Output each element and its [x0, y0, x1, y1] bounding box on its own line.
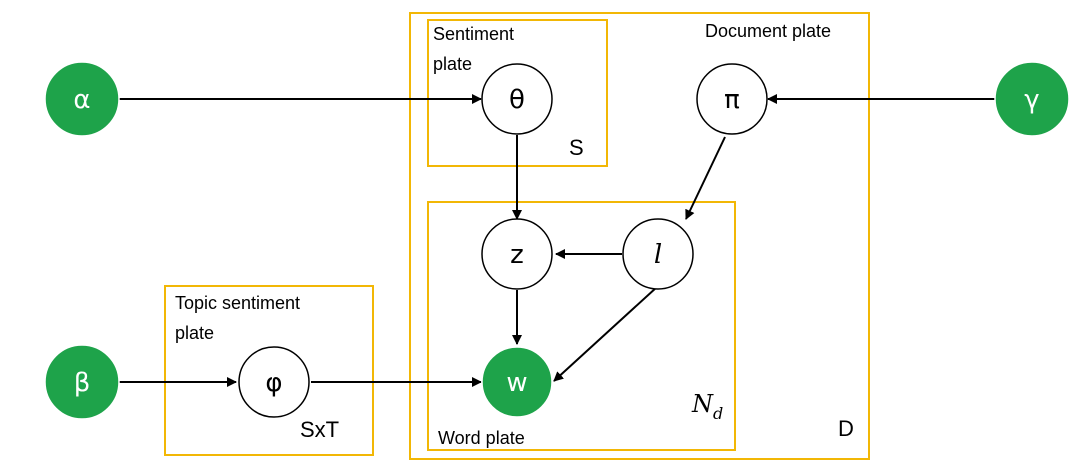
gamma-node: γ [994, 61, 1070, 137]
theta-node: θ [481, 63, 553, 135]
topic-sentiment-plate-label-line2: plate [175, 323, 214, 343]
document-plate-index: D [838, 416, 854, 441]
z-symbol: z [510, 240, 524, 270]
topic-sentiment-plate-label-line1: Topic sentiment [175, 293, 300, 313]
sentiment-plate-index: S [569, 135, 584, 160]
alpha-symbol: α [73, 85, 90, 115]
alpha-node: α [44, 61, 120, 137]
z-node: z [481, 218, 553, 290]
w-node: w [481, 346, 553, 418]
topic-sentiment-plate-index: SxT [300, 417, 339, 442]
edge-pi-l [685, 136, 726, 220]
pi-symbol: π [724, 85, 740, 115]
word-plate-index-sub: d [713, 404, 723, 423]
edge-l-w [553, 286, 658, 382]
document-plate-label: Document plate [705, 21, 831, 41]
word-plate-label: Word plate [438, 428, 525, 448]
sentiment-plate-label-line2: plate [433, 54, 472, 74]
word-plate-index: Nd [691, 390, 723, 423]
phi-node: φ [238, 346, 310, 418]
topic-sentiment-plate [164, 285, 374, 456]
gamma-symbol: γ [1024, 85, 1039, 115]
word-plate-index-base: N [691, 390, 714, 418]
beta-node: β [44, 344, 120, 420]
document-plate [409, 12, 870, 460]
pi-node: π [696, 63, 768, 135]
phi-symbol: φ [265, 368, 282, 398]
l-node: l [622, 218, 694, 290]
theta-symbol: θ [509, 85, 525, 115]
w-symbol: w [506, 368, 527, 398]
beta-symbol: β [74, 368, 91, 398]
sentiment-plate-label-line1: Sentiment [433, 24, 514, 44]
l-symbol: l [654, 240, 662, 270]
word-plate [427, 201, 736, 451]
